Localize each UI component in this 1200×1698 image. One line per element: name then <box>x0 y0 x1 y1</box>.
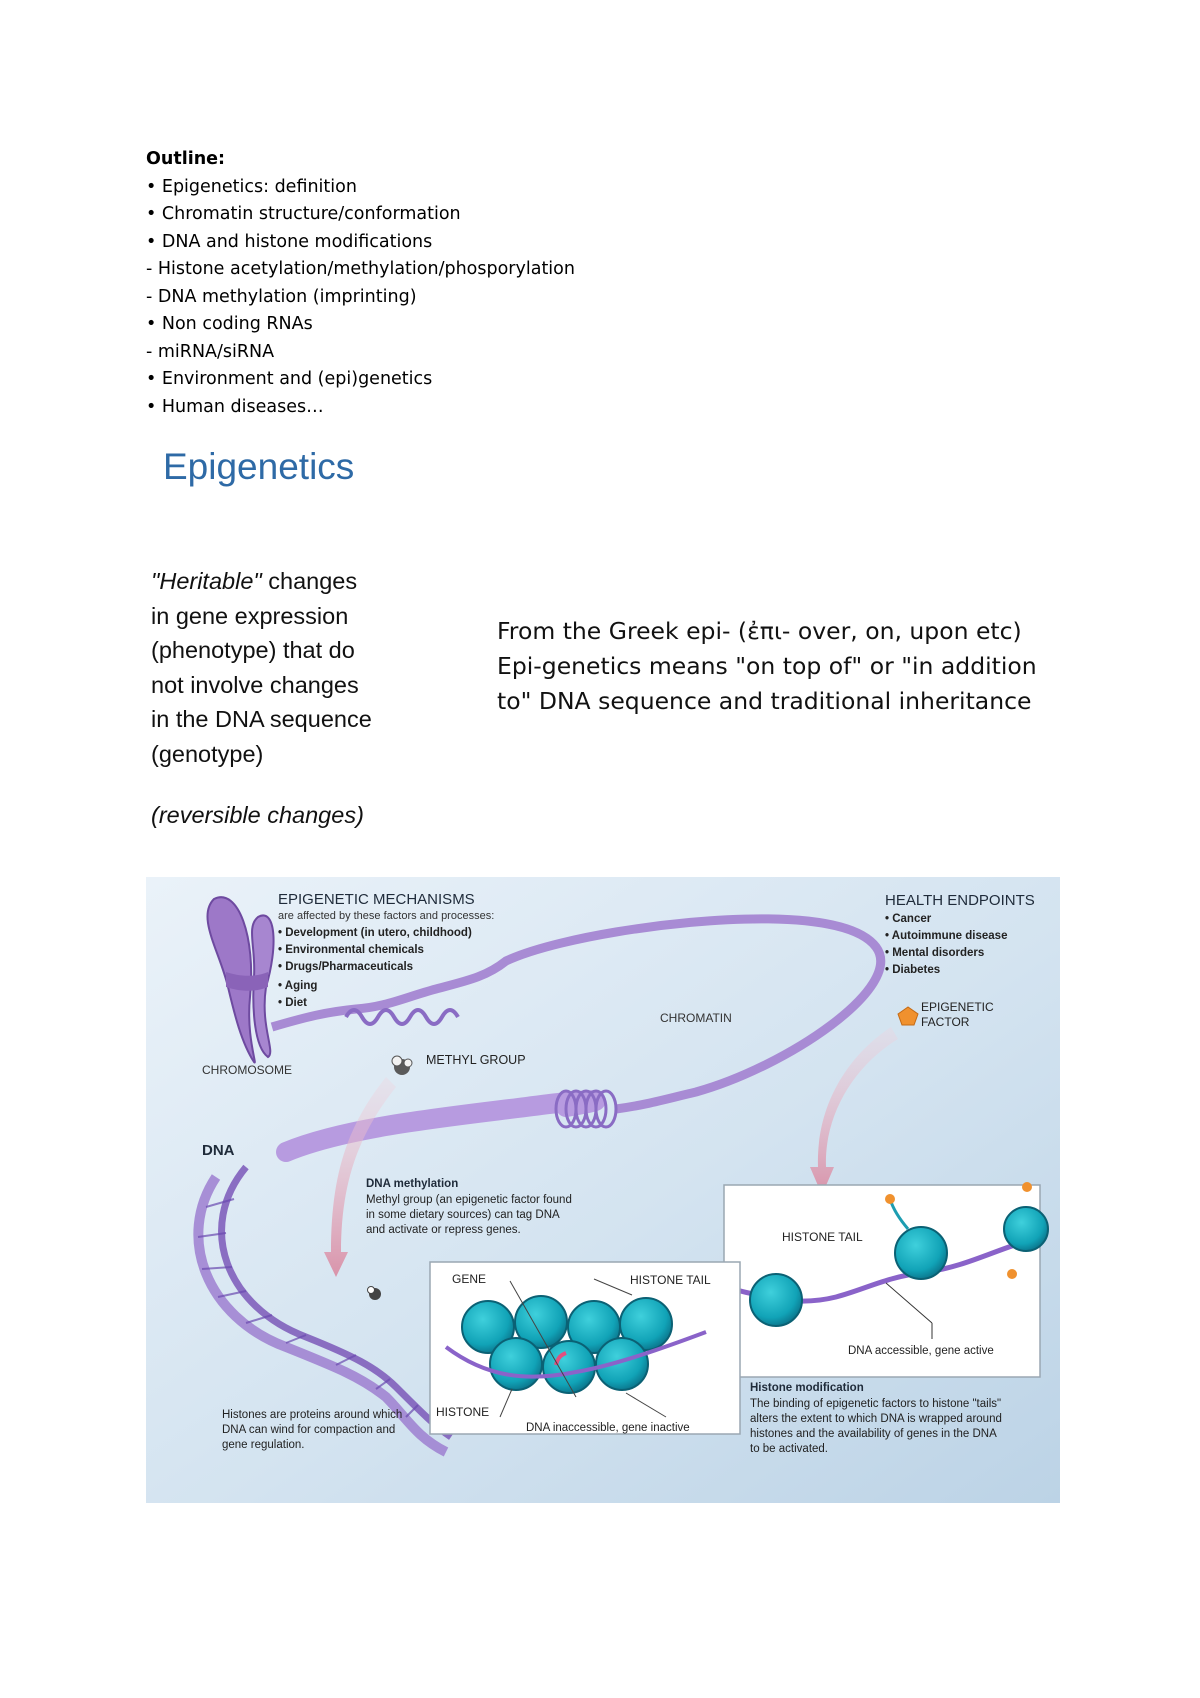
methyl-group-icon <box>391 1055 413 1075</box>
dna-helix-strand-b <box>218 1164 453 1440</box>
chromatin-coil <box>344 1008 460 1026</box>
outline: Outline: • Epigenetics: definition • Chr… <box>146 146 575 421</box>
compact-dna-strand <box>444 1330 707 1379</box>
inaccessible-pointer <box>625 1392 667 1418</box>
outline-item: • Non coding RNAs <box>146 314 313 334</box>
mechanisms-item: • Environmental chemicals <box>278 944 424 956</box>
figure-illustration: EPIGENETIC MECHANISMS are affected by th… <box>146 877 1060 1503</box>
histone-mod-line: histones and the availability of genes i… <box>750 1428 997 1440</box>
definition-line: in gene expression <box>151 602 349 629</box>
nucleosome <box>894 1226 948 1280</box>
histone-mod-line: to be activated. <box>750 1443 828 1455</box>
chromatin-strand <box>270 914 886 1114</box>
definition-line: (phenotype) that do <box>151 637 355 663</box>
outline-heading: Outline: <box>146 149 226 169</box>
inaccessible-label: DNA inaccessible, gene inactive <box>526 1422 690 1434</box>
dna-methylation-line: in some dietary sources) can tag DNA <box>366 1209 560 1221</box>
definition-line: changes <box>261 568 358 594</box>
mechanisms-item: • Diet <box>278 997 307 1009</box>
outline-item: • Human diseases… <box>146 396 324 417</box>
outline-item: • Epigenetics: definition <box>146 176 357 197</box>
dna-helix-strand-a <box>193 1174 449 1457</box>
histone-pointer <box>499 1388 513 1418</box>
dna-methylation-line: and activate or repress genes. <box>366 1224 521 1236</box>
nucleosome <box>749 1273 803 1327</box>
outline-subitem: - Histone acetylation/methylation/phospo… <box>146 259 575 279</box>
chromosome-graphic <box>206 896 275 1064</box>
outline-subitem: - miRNA/siRNA <box>146 341 275 362</box>
histones-note-line: DNA can wind for compaction and <box>222 1424 395 1436</box>
definition-line: (genotype) <box>151 740 264 767</box>
mechanisms-item: • Drugs/Pharmaceuticals <box>278 961 413 973</box>
health-item: • Autoimmune disease <box>885 930 1007 942</box>
methyl-group-on-dna-icon <box>367 1286 381 1300</box>
histone-tail-pointer <box>593 1278 633 1296</box>
accessible-label: DNA accessible, gene active <box>848 1345 994 1357</box>
histone-tail-label: HISTONE TAIL <box>782 1230 863 1244</box>
methyl-group-label: METHYL GROUP <box>426 1053 526 1067</box>
section-title: Epigenetics <box>163 446 355 487</box>
definition-line: not involve changes <box>151 671 359 698</box>
heritable-word: "Heritable" <box>151 568 262 594</box>
mechanisms-item: • Development (in utero, childhood) <box>278 927 472 939</box>
histone-tail-label: HISTONE TAIL <box>630 1273 711 1287</box>
definition-text: "Heritable" changes in gene expression (… <box>151 564 372 771</box>
outline-item: • Environment and (epi)genetics <box>146 369 433 389</box>
mechanisms-title: EPIGENETIC MECHANISMS <box>278 891 475 908</box>
histone-mod-line: The binding of epigenetic factors to his… <box>750 1398 1001 1410</box>
gene-label: GENE <box>452 1272 486 1286</box>
dna-base-pairs <box>197 1198 419 1418</box>
outline-item: • Chromatin structure/conformation <box>146 204 461 224</box>
epigenetic-mechanisms-figure: EPIGENETIC MECHANISMS are affected by th… <box>146 877 1060 1503</box>
bound-factor-icon <box>885 1194 895 1204</box>
reversible-note: (reversible changes) <box>151 802 364 828</box>
accessible-pointer <box>885 1282 933 1324</box>
health-title: HEALTH ENDPOINTS <box>885 892 1035 909</box>
chromatin-coils <box>554 1089 618 1129</box>
greek-line: Epi-genetics means "on top of" or "in ad… <box>497 652 1037 680</box>
histones-note-line: gene regulation. <box>222 1439 304 1451</box>
histone-mod-title: Histone modification <box>750 1382 864 1394</box>
greek-etymology: From the Greek epi- (ἐπι- over, on, upon… <box>497 614 1037 719</box>
health-item: • Diabetes <box>885 964 940 976</box>
chromatin-label: CHROMATIN <box>660 1011 732 1025</box>
methylation-arrow <box>324 1077 396 1277</box>
dna-methylation-title: DNA methylation <box>366 1178 458 1190</box>
nucleosome-cluster <box>461 1295 673 1394</box>
epigenetic-factor-icon <box>897 1006 919 1026</box>
definition-line: in the DNA sequence <box>151 706 372 732</box>
health-item: • Cancer <box>885 913 932 925</box>
histones-note-line: Histones are proteins around which <box>222 1409 402 1421</box>
outline-subitem: - DNA methylation (imprinting) <box>146 286 417 307</box>
mechanisms-item: • Aging <box>278 980 317 992</box>
bound-factor-icon <box>1007 1269 1017 1279</box>
greek-line: From the Greek epi- (ἐπι- over, on, upon… <box>497 617 1022 645</box>
nucleosome <box>1003 1206 1049 1252</box>
chromosome-label: CHROMOSOME <box>202 1063 292 1077</box>
factor-arrow <box>810 1027 898 1195</box>
dna-label: DNA <box>202 1142 235 1159</box>
outline-item: • DNA and histone modifications <box>146 231 433 252</box>
mechanisms-subtitle: are affected by these factors and proces… <box>278 910 494 922</box>
epigenetic-factor-label: EPIGENETIC <box>921 1000 994 1014</box>
histone-mod-line: alters the extent to which DNA is wrappe… <box>750 1413 1002 1425</box>
epigenetic-factor-label: FACTOR <box>921 1015 970 1029</box>
health-item: • Mental disorders <box>885 947 984 959</box>
greek-line: to" DNA sequence and traditional inherit… <box>497 687 1032 715</box>
gene-pointer <box>509 1280 577 1398</box>
bound-factor-icon <box>1022 1182 1032 1192</box>
histone-label: HISTONE <box>436 1405 489 1419</box>
dna-methylation-line: Methyl group (an epigenetic factor found <box>366 1194 572 1206</box>
